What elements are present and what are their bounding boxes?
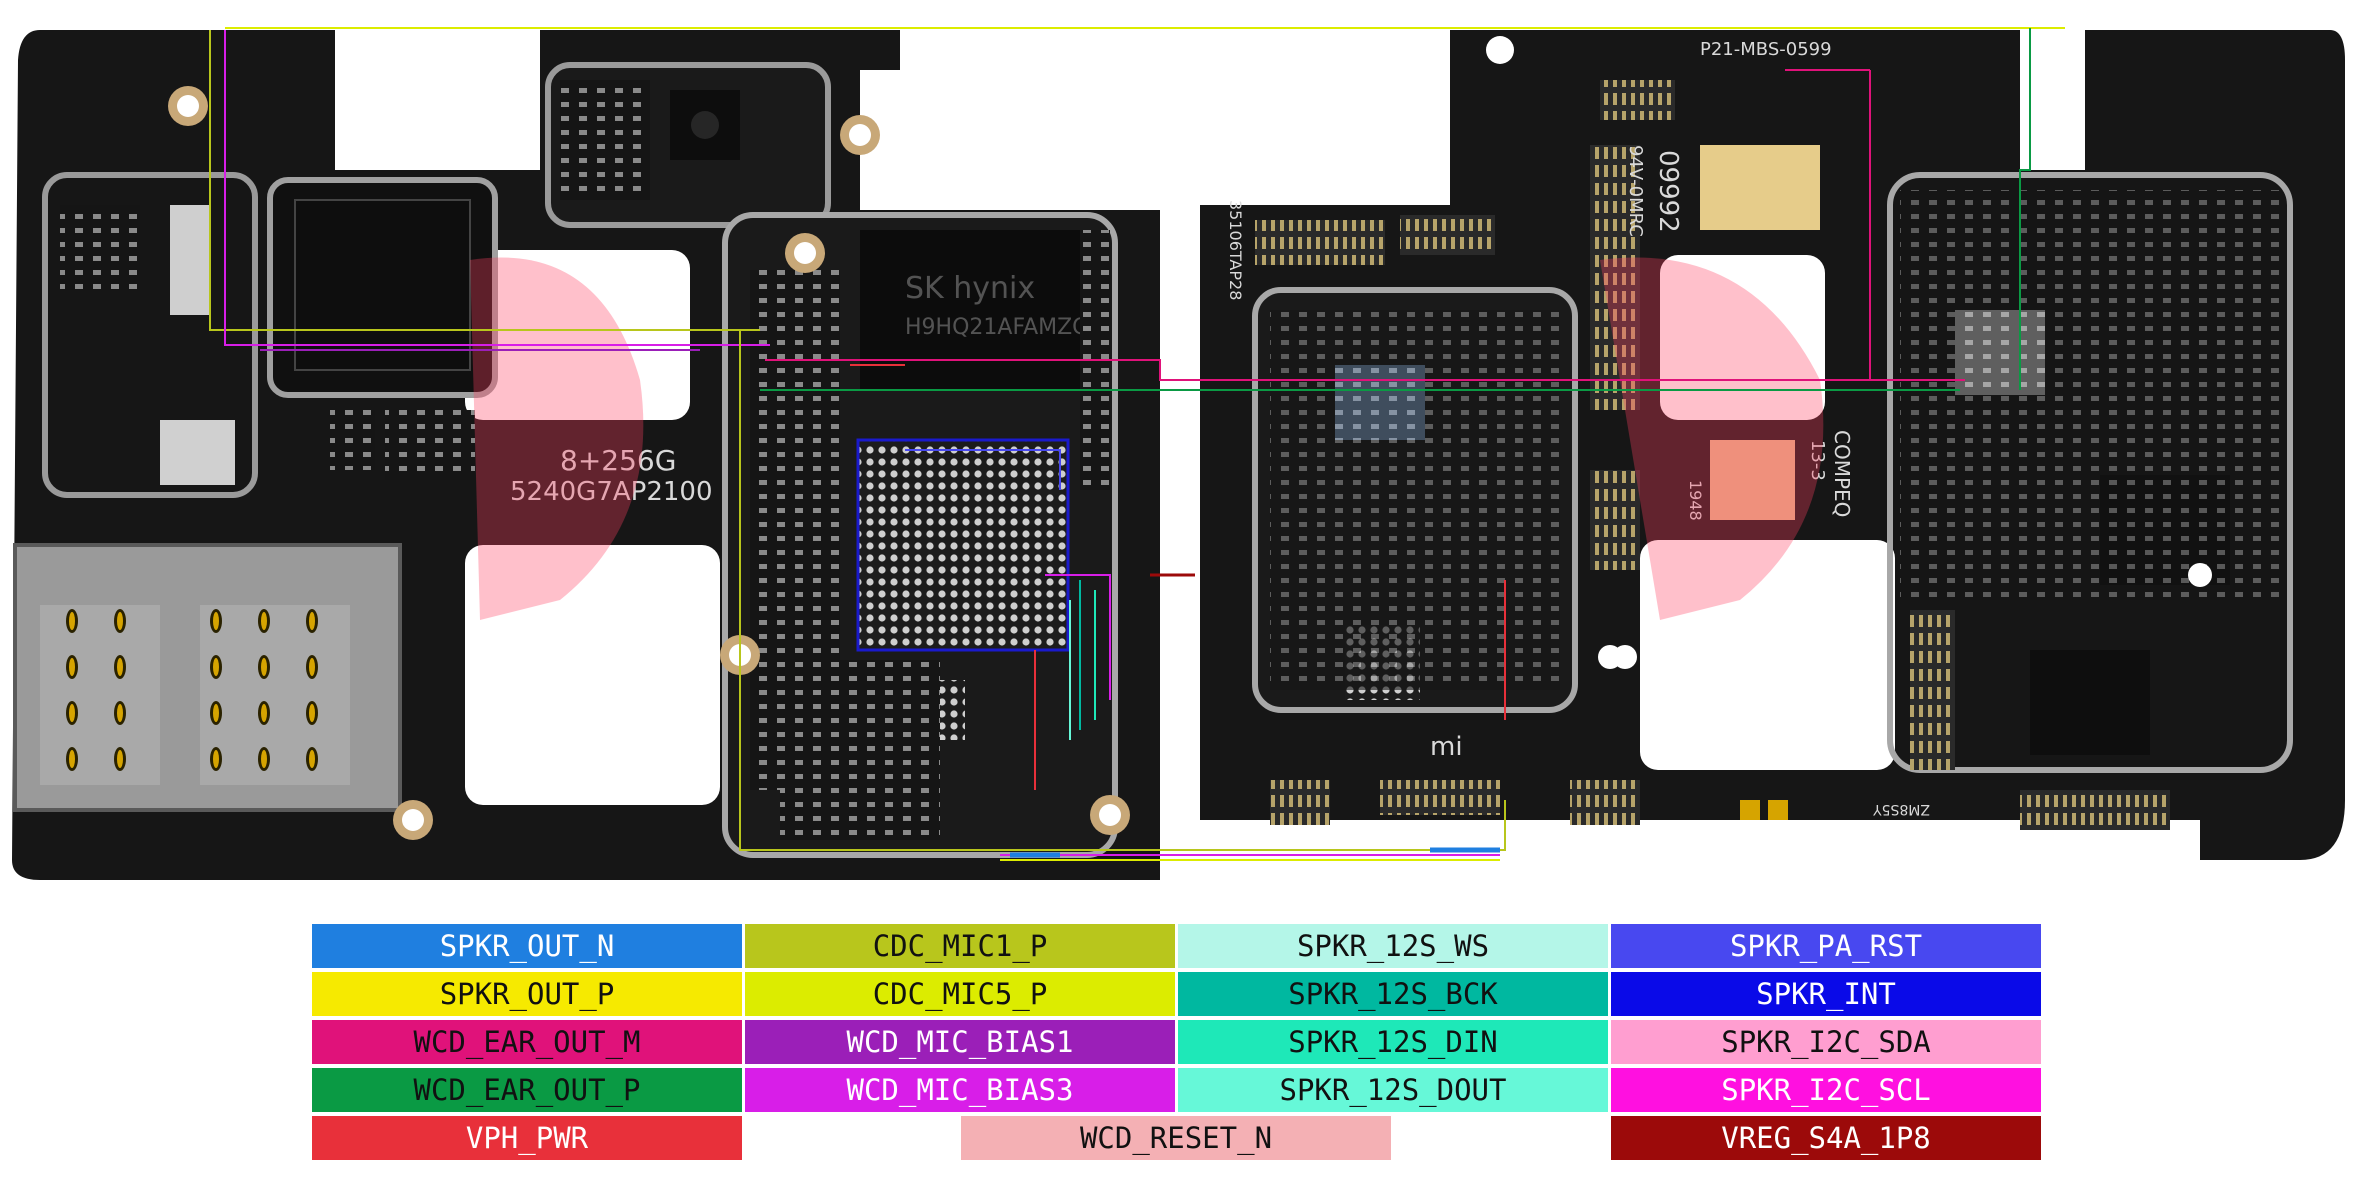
legend-wcd-mic-bias3: WCD_MIC_BIAS3 (745, 1068, 1175, 1112)
net-traces (209, 27, 2065, 861)
legend-spkr-12s-ws: SPKR_12S_WS (1178, 924, 1608, 968)
code-94v-text: 94V-0MRC (1625, 145, 1646, 237)
legend-vph-pwr: VPH_PWR (312, 1116, 742, 1160)
legend-spkr-out-n: SPKR_OUT_N (312, 924, 742, 968)
watermark-logo (470, 257, 1824, 620)
legend-spkr-i2c-scl: SPKR_I2C_SCL (1611, 1068, 2041, 1112)
code-top-text: P21-MBS-0599 (1700, 39, 1832, 60)
right-pcb: P21-MBS-0599 09992 94V-0MRC 35106TAP28 C… (1200, 30, 2345, 860)
compeq-sub-text: 13-3 (1807, 440, 1828, 481)
part-code-text: 5240G7AP2100 (510, 477, 713, 507)
legend-cdc-mic5-p: CDC_MIC5_P (745, 972, 1175, 1016)
year-text: 1948 (1686, 480, 1705, 521)
legend-spkr-12s-bck: SPKR_12S_BCK (1178, 972, 1608, 1016)
legend-wcd-ear-out-m: WCD_EAR_OUT_M (312, 1020, 742, 1064)
ram-part-text: H9HQ21AFAMZG (905, 315, 1089, 340)
memory-label-text: 8+256G (560, 444, 676, 477)
legend-wcd-ear-out-p: WCD_EAR_OUT_P (312, 1068, 742, 1112)
compeq-text: COMPEQ (1830, 430, 1854, 517)
mi-logo-text: mi (1430, 732, 1463, 762)
pcb-board-image: SK hynix H9HQ21AFAMZG 8+256G 5240G7AP210… (12, 27, 2345, 880)
legend-spkr-i2c-sda: SPKR_I2C_SDA (1611, 1020, 2041, 1064)
legend-vreg-s4a-1p8: VREG_S4A_1P8 (1611, 1116, 2041, 1160)
legend-spkr-out-p: SPKR_OUT_P (312, 972, 742, 1016)
code-09992-text: 09992 (1653, 150, 1683, 233)
legend-spkr-12s-dout: SPKR_12S_DOUT (1178, 1068, 1608, 1112)
ram-brand-text: SK hynix (905, 271, 1035, 306)
left-pcb: SK hynix H9HQ21AFAMZG 8+256G 5240G7AP210… (12, 30, 1160, 880)
legend-spkr-int: SPKR_INT (1611, 972, 2041, 1016)
legend-cdc-mic1-p: CDC_MIC1_P (745, 924, 1175, 968)
legend-wcd-mic-bias1: WCD_MIC_BIAS1 (745, 1020, 1175, 1064)
board-id-text: 35106TAP28 (1226, 200, 1245, 300)
bottom-code-text: ZM8S5Y (1873, 801, 1930, 817)
legend-spkr-pa-rst: SPKR_PA_RST (1611, 924, 2041, 968)
legend-wcd-reset-n: WCD_RESET_N (961, 1116, 1391, 1160)
legend-spkr-12s-din: SPKR_12S_DIN (1178, 1020, 1608, 1064)
